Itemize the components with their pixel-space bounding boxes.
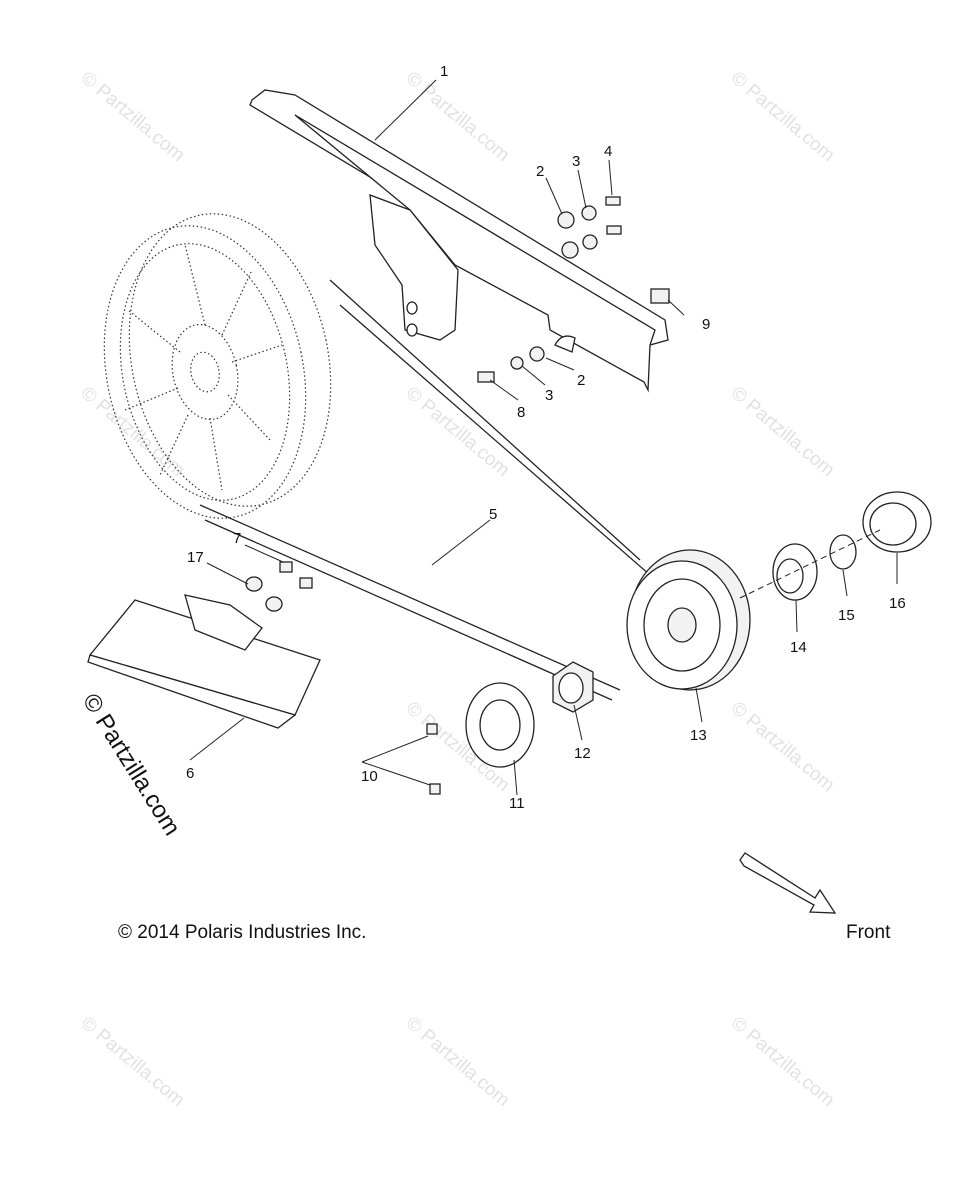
front-label: Front <box>846 922 891 943</box>
callout-1: 1 <box>440 63 448 80</box>
upper-guard-fasteners <box>477 196 670 383</box>
copyright-text: © 2014 Polaris Industries Inc. <box>118 922 366 943</box>
lower-guard-fasteners <box>245 561 313 612</box>
callout-6: 6 <box>186 765 194 782</box>
watermark: © Partzilla.com <box>77 68 189 166</box>
callout-13: 13 <box>690 727 707 744</box>
callout-3: 3 <box>572 153 580 170</box>
callout-2: 2 <box>536 163 544 180</box>
callout-4: 4 <box>604 143 612 160</box>
drive-sprocket <box>626 549 751 691</box>
callout-5: 5 <box>489 506 497 523</box>
callout-11: 11 <box>509 795 525 812</box>
leader-lines <box>189 79 898 796</box>
watermark: © Partzilla.com <box>727 1013 839 1111</box>
callout-8: 8 <box>517 404 525 421</box>
sprocket-nut <box>552 661 594 713</box>
watermark: © Partzilla.com <box>77 383 189 481</box>
callout-7: 7 <box>233 530 241 547</box>
callout-9: 9 <box>702 316 710 333</box>
callout-12: 12 <box>574 745 591 762</box>
lock-plate <box>465 682 535 768</box>
watermark: © Partzilla.com <box>77 1013 189 1111</box>
rear-wheel-pulley <box>103 213 332 519</box>
belt-guard-lower <box>87 594 321 729</box>
callout-2: 2 <box>577 372 585 389</box>
brand-text: © Partzilla.com <box>77 689 186 840</box>
o-ring <box>829 534 857 570</box>
callout-15: 15 <box>838 607 855 624</box>
screws <box>426 723 441 795</box>
belt-guard-upper <box>249 89 669 393</box>
callout-16: 16 <box>889 595 906 612</box>
drive-belt <box>199 279 651 701</box>
callout-17: 17 <box>187 549 204 566</box>
front-arrow: Front <box>739 852 891 943</box>
spacer <box>772 543 818 601</box>
watermark: © Partzilla.com <box>402 68 514 166</box>
callout-14: 14 <box>790 639 807 656</box>
callouts: 1 2 3 4 2 3 8 9 5 7 17 6 10 11 12 13 14 … <box>186 63 906 812</box>
watermark: © Partzilla.com <box>727 698 839 796</box>
callout-10: 10 <box>361 768 378 785</box>
axis-line <box>739 529 881 599</box>
watermark: © Partzilla.com <box>727 68 839 166</box>
callout-3: 3 <box>545 387 553 404</box>
seal <box>862 491 932 553</box>
watermark: © Partzilla.com <box>727 383 839 481</box>
watermark: © Partzilla.com <box>402 383 514 481</box>
watermark: © Partzilla.com <box>402 1013 514 1111</box>
